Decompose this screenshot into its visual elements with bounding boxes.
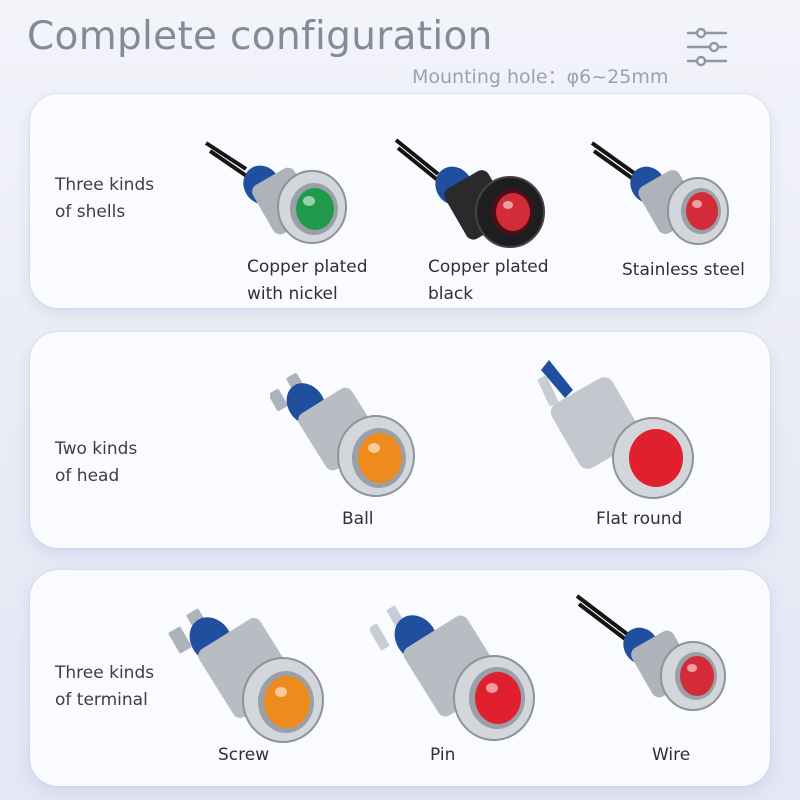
indicator-light-nickel-image — [204, 141, 347, 244]
lens-green — [296, 188, 334, 230]
indicator-light-ball-image — [270, 373, 415, 497]
head-card-label: Two kinds of head — [55, 436, 137, 490]
page-title: Complete configuration — [27, 14, 493, 59]
product-flat-round-head — [535, 354, 705, 504]
caption-wire-line1: Wire — [652, 745, 691, 765]
caption-screw-line1: Screw — [218, 745, 270, 765]
shells-label-line2: of shells — [55, 202, 126, 222]
caption-black-line1: Copper plated — [428, 257, 549, 277]
indicator-light-wire-image — [575, 594, 726, 711]
caption-ball-line1: Ball — [342, 509, 374, 529]
head-label-line1: Two kinds — [55, 439, 138, 459]
caption-flat-round: Flat round — [596, 506, 682, 533]
caption-nickel-line1: Copper plated — [247, 257, 368, 277]
product-screw-terminal — [165, 598, 335, 748]
indicator-light-flat-image — [537, 360, 694, 499]
head-label-line2: of head — [55, 466, 120, 486]
indicator-light-black-image — [394, 138, 545, 248]
mounting-hole-spec: Mounting hole：φ6~25mm — [412, 66, 669, 88]
terminal-label-line1: Three kinds — [55, 663, 155, 683]
lens-red-stainless — [686, 192, 718, 230]
indicator-light-stainless-image — [590, 141, 729, 245]
product-wire-terminal — [575, 590, 740, 720]
lens-orange-ball — [358, 433, 402, 483]
product-ball-head — [270, 368, 420, 506]
terminal-card: Three kinds of terminal Screw — [30, 570, 770, 786]
caption-pin-line1: Pin — [430, 745, 456, 765]
caption-stainless-line1: Stainless steel — [622, 260, 745, 280]
terminal-card-label: Three kinds of terminal — [55, 660, 154, 714]
caption-nickel-line2: with nickel — [247, 284, 338, 304]
shells-card: Three kinds of shells Copper plated with… — [30, 94, 770, 308]
lens-red-pin — [475, 672, 521, 724]
lens-orange-screw — [264, 676, 310, 728]
product-nickel-shell — [202, 129, 372, 259]
indicator-light-screw-image — [168, 608, 324, 743]
caption-flat-round-line1: Flat round — [596, 509, 683, 529]
lens-red-flat — [629, 429, 683, 487]
product-pin-terminal — [370, 596, 545, 746]
terminal-label-line2: of terminal — [55, 690, 148, 710]
product-black-shell — [392, 132, 562, 257]
caption-nickel: Copper plated with nickel — [247, 254, 368, 308]
caption-ball: Ball — [342, 506, 374, 533]
lens-red-wire — [680, 656, 714, 696]
shells-label-line1: Three kinds — [55, 175, 155, 195]
shells-card-label: Three kinds of shells — [55, 172, 154, 226]
indicator-light-pin-image — [370, 605, 535, 741]
sliders-icon[interactable] — [686, 27, 728, 67]
caption-screw: Screw — [218, 742, 269, 769]
lens-red-black-shell — [496, 193, 530, 231]
product-stainless-shell — [590, 139, 740, 257]
head-card: Two kinds of head Ball Flat round — [30, 332, 770, 548]
caption-stainless: Stainless steel — [622, 257, 745, 284]
caption-black: Copper plated black — [428, 254, 549, 308]
caption-wire: Wire — [652, 742, 690, 769]
caption-pin: Pin — [430, 742, 455, 769]
caption-black-line2: black — [428, 284, 474, 304]
